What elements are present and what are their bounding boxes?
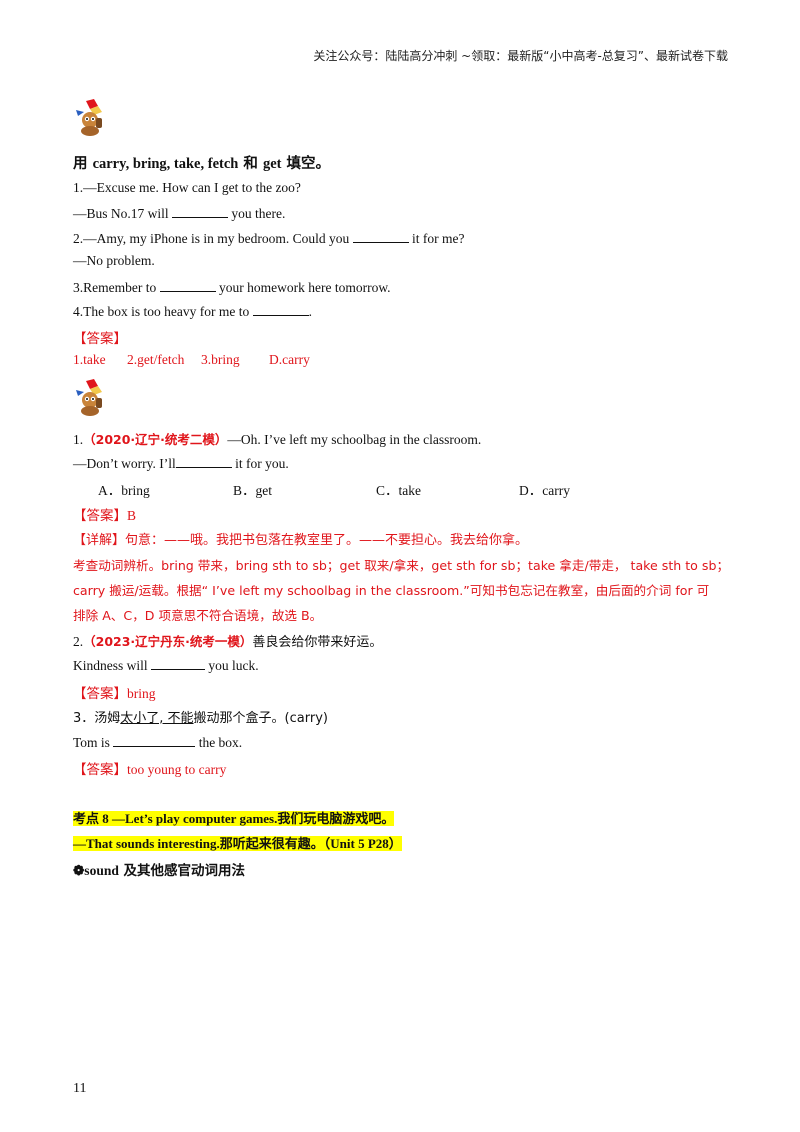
kaodian-line-1: 考点 8 —Let’s play computer games.我们玩电脑游戏吧… [73, 811, 395, 826]
pencil-mascot-icon [72, 98, 108, 138]
option-d: D．carry [519, 483, 570, 498]
question-2a: 2.—Amy, my iPhone is in my bedroom. Coul… [73, 231, 465, 246]
detail-line-3: carry 搬运/运载。根据“ I’ve left my schoolbag i… [73, 583, 710, 598]
page-header: 关注公众号：陆陆高分冲刺 ~领取：最新版“小中高考-总复习”、最新试卷下载 [313, 49, 728, 63]
ex2-question-2b: Kindness will you luck. [73, 658, 259, 673]
ex2-question-3b: Tom is the box. [73, 735, 243, 750]
page-number: 11 [73, 1081, 87, 1096]
exercise-heading: 用 carry, bring, take, fetch 和 get 填空。 [73, 156, 331, 172]
pencil-mascot-icon [72, 378, 108, 418]
option-c: C．take [376, 483, 421, 498]
ex2-answer-3: 【答案】too young to carry [73, 762, 227, 778]
ex2-answer-2: 【答案】bring [73, 686, 156, 702]
question-3: 3.Remember to your homework here tomorro… [73, 280, 391, 295]
question-4: 4.The box is too heavy for me to . [73, 304, 312, 319]
ex2-answer-1: 【答案】B [73, 508, 137, 524]
detail-line-1: 【详解】句意：——哦。我把书包落在教室里了。——不要担心。我去给你拿。 [73, 533, 529, 548]
detail-line-2: 考查动词辨析。bring 带来，bring sth to sb；get 取来/拿… [73, 558, 730, 573]
option-a: A．bring [98, 483, 150, 498]
question-2b: —No problem. [73, 253, 155, 268]
ex2-question-3: 3．汤姆太小了, 不能搬动那个盒子。(carry) [73, 711, 328, 726]
answer-label: 【答案】 [73, 331, 127, 347]
detail-line-4: 排除 A、C，D 项意思不符合语境，故选 B。 [73, 608, 323, 623]
answer-1: 1.take [73, 352, 106, 367]
kaodian-line-3: ❁sound 及其他感官动词用法 [73, 863, 246, 879]
answer-4: D.carry [269, 352, 310, 367]
kaodian-line-2: —That sounds interesting.那听起来很有趣。（Unit 5… [73, 836, 402, 851]
answer-2: 2.get/fetch [127, 352, 185, 367]
answer-3: 3.bring [201, 352, 240, 367]
question-1b: —Bus No.17 will you there. [73, 206, 286, 221]
ex2-question-1b: —Don’t worry. I’ll it for you. [73, 456, 289, 471]
ex2-question-1: 1.（2020·辽宁·统考二模）—Oh. I’ve left my school… [73, 432, 482, 447]
option-b: B．get [233, 483, 272, 498]
ex2-question-2: 2.（2023·辽宁丹东·统考一模）善良会给你带来好运。 [73, 634, 383, 650]
question-1a: 1.—Excuse me. How can I get to the zoo? [73, 180, 301, 195]
